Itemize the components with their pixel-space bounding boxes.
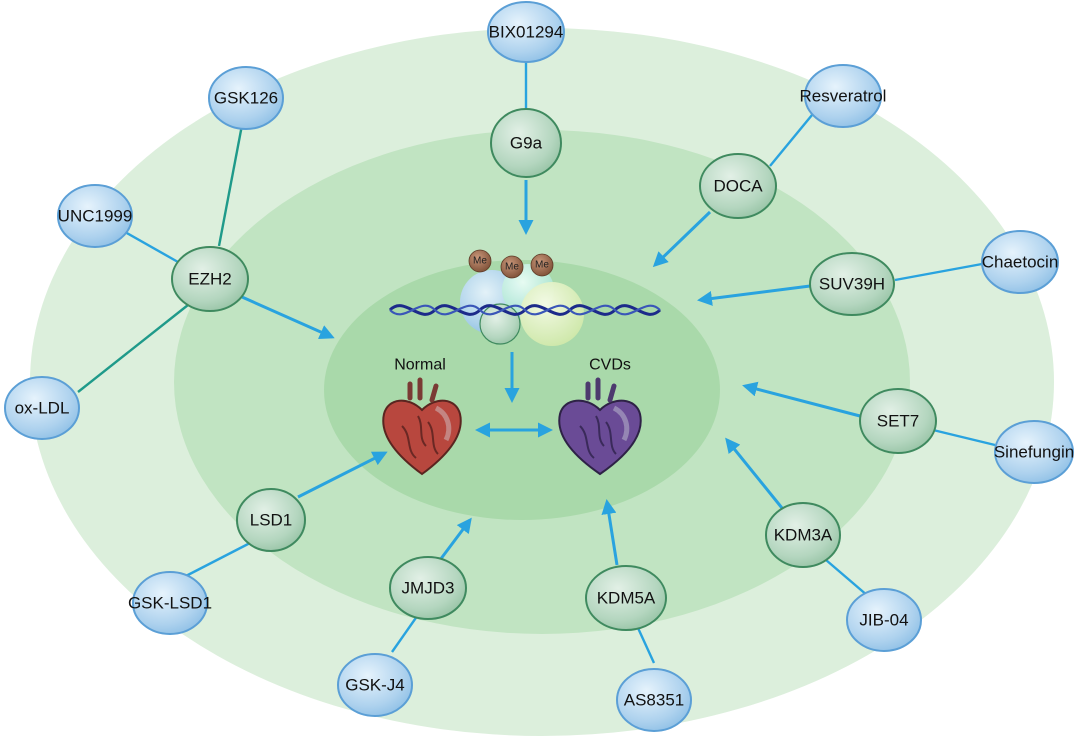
node-kdm3a: KDM3A xyxy=(765,502,841,568)
resveratrol-label: Resveratrol xyxy=(800,87,887,106)
arrow-jmjd3 xyxy=(438,517,472,561)
normal-label: Normal xyxy=(394,357,446,374)
line-gskj4-jmjd3 xyxy=(391,611,421,653)
methyl-group-1: Me xyxy=(468,249,492,273)
arrow-kdm5a xyxy=(601,499,619,566)
suv39h-label: SUV39H xyxy=(819,275,885,294)
lsd1-label: LSD1 xyxy=(250,511,293,530)
kdm5a-label: KDM5A xyxy=(597,589,656,608)
as8351-label: AS8351 xyxy=(624,691,685,710)
node-suv39h: SUV39H xyxy=(809,252,895,316)
node-kdm5a: KDM5A xyxy=(585,565,667,631)
line-oxldl-ezh2 xyxy=(77,304,189,393)
node-doca: DOCA xyxy=(699,153,777,219)
ezh2-label: EZH2 xyxy=(188,270,231,289)
node-oxldl: ox-LDL xyxy=(4,376,80,440)
gsklsd1-label: GSK-LSD1 xyxy=(128,594,212,613)
effect-arrows xyxy=(241,180,861,566)
normal-heart-icon xyxy=(382,377,462,476)
jib04-label: JIB-04 xyxy=(859,611,908,630)
oxldl-label: ox-LDL xyxy=(15,399,70,418)
node-ezh2: EZH2 xyxy=(171,246,249,312)
jmjd3-label: JMJD3 xyxy=(402,579,455,598)
node-gsk126: GSK126 xyxy=(208,66,284,130)
line-jib04-kdm3a xyxy=(825,559,869,597)
gskj4-label: GSK-J4 xyxy=(345,676,405,695)
arrow-ezh2 xyxy=(241,295,335,339)
cvd-label: CVDs xyxy=(589,357,631,374)
node-lsd1: LSD1 xyxy=(236,488,306,552)
methyl-label: Me xyxy=(535,260,549,271)
sinefungin-label: Sinefungin xyxy=(994,443,1074,462)
node-set7: SET7 xyxy=(859,388,937,454)
node-sinefungin: Sinefungin xyxy=(994,420,1074,484)
unc1999-label: UNC1999 xyxy=(58,207,133,226)
node-gsklsd1: GSK-LSD1 xyxy=(128,571,212,635)
dna-strand-2 xyxy=(389,304,661,316)
node-gskj4: GSK-J4 xyxy=(337,653,413,717)
drug-nodes: BIX01294 GSK126 Resveratrol UNC1999 Chae… xyxy=(4,1,1074,732)
line-unc1999-ezh2 xyxy=(124,230,179,264)
line-gsklsd1-lsd1 xyxy=(181,541,251,580)
arrow-lsd1 xyxy=(297,451,388,499)
bix01294-label: BIX01294 xyxy=(489,23,564,42)
node-jib04: JIB-04 xyxy=(846,588,922,652)
doca-label: DOCA xyxy=(713,177,763,196)
node-bix01294: BIX01294 xyxy=(487,1,565,63)
node-resveratrol: Resveratrol xyxy=(800,64,887,128)
line-sinefungin-set7 xyxy=(932,428,996,447)
node-as8351: AS8351 xyxy=(616,668,692,732)
node-jmjd3: JMJD3 xyxy=(389,556,467,620)
kdm3a-label: KDM3A xyxy=(774,526,833,545)
methyl-label: Me xyxy=(505,262,519,273)
line-resveratrol-doca xyxy=(769,114,813,167)
methyl-label: Me xyxy=(473,256,487,267)
node-chaetocin: Chaetocin xyxy=(981,230,1059,294)
node-unc1999: UNC1999 xyxy=(57,184,133,248)
line-as8351-kdm5a xyxy=(636,627,656,664)
arrow-kdm3a xyxy=(725,437,784,509)
arrow-suv39h xyxy=(697,284,811,306)
line-gsk126-ezh2 xyxy=(217,124,244,247)
line-chaetocin-suv39h xyxy=(894,262,983,282)
gsk126-label: GSK126 xyxy=(214,89,278,108)
g9a-label: G9a xyxy=(510,134,543,153)
methyl-group-3: Me xyxy=(530,253,554,277)
set7-label: SET7 xyxy=(877,412,920,431)
enzyme-nodes: G9a DOCA EZH2 SUV39H SET7 LSD1 KDM3A JM xyxy=(171,108,937,631)
arrow-set7 xyxy=(742,381,861,418)
arrow-doca xyxy=(652,210,712,268)
nucleosome: Me Me Me xyxy=(388,249,662,346)
cvd-heart-icon xyxy=(558,377,642,476)
methyl-group-2: Me xyxy=(500,255,524,279)
histone-yellow xyxy=(520,282,584,346)
chaetocin-label: Chaetocin xyxy=(982,253,1059,272)
node-g9a: G9a xyxy=(490,108,562,178)
